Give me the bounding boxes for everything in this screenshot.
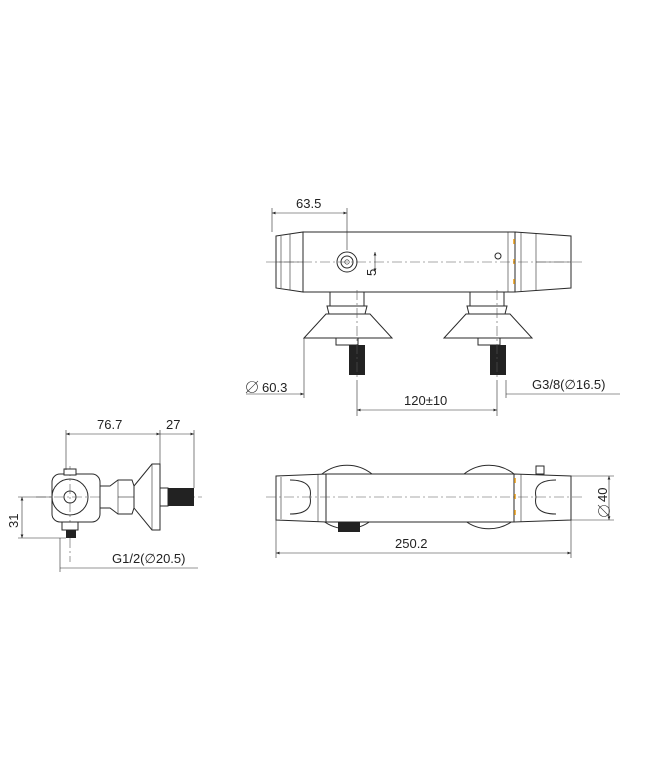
- thread-right: [490, 345, 506, 375]
- top-button: [535, 465, 545, 475]
- dim-thread-g12: G1/2(∅20.5): [112, 551, 185, 566]
- dim-diameter-40: 40: [595, 488, 610, 502]
- wall-flange-left: [302, 313, 394, 339]
- dim-thread-g38: G3/8(∅16.5): [532, 377, 605, 392]
- fitting-ring: [336, 251, 358, 273]
- outlet-thread: [338, 522, 360, 532]
- valve-body-front: [325, 473, 515, 523]
- thread-left: [349, 345, 365, 375]
- dim-63-5: 63.5: [296, 196, 321, 211]
- side-view: 76.7 27 31 G1/2(∅20.5): [6, 417, 202, 572]
- side-thread-right: [168, 488, 194, 506]
- dim-76-7: 76.7: [97, 417, 122, 432]
- dim-center-distance: 120±10: [404, 393, 447, 408]
- dim-31: 31: [6, 514, 21, 528]
- side-thread-bottom: [66, 530, 76, 538]
- side-flange: [133, 463, 161, 531]
- top-view: 63.5 5 60.3 120±10 G3/8(∅16.5): [245, 196, 620, 416]
- dim-5: 5: [364, 269, 379, 276]
- dim-250-2: 250.2: [395, 536, 428, 551]
- wall-flange-right: [442, 313, 534, 339]
- indicator-dot: [494, 252, 502, 260]
- dim-27: 27: [166, 417, 180, 432]
- front-view: 250.2 40: [266, 464, 614, 558]
- front-left-handle: [275, 473, 327, 523]
- front-right-handle: [513, 473, 572, 523]
- dim-flange-diameter: 60.3: [262, 380, 287, 395]
